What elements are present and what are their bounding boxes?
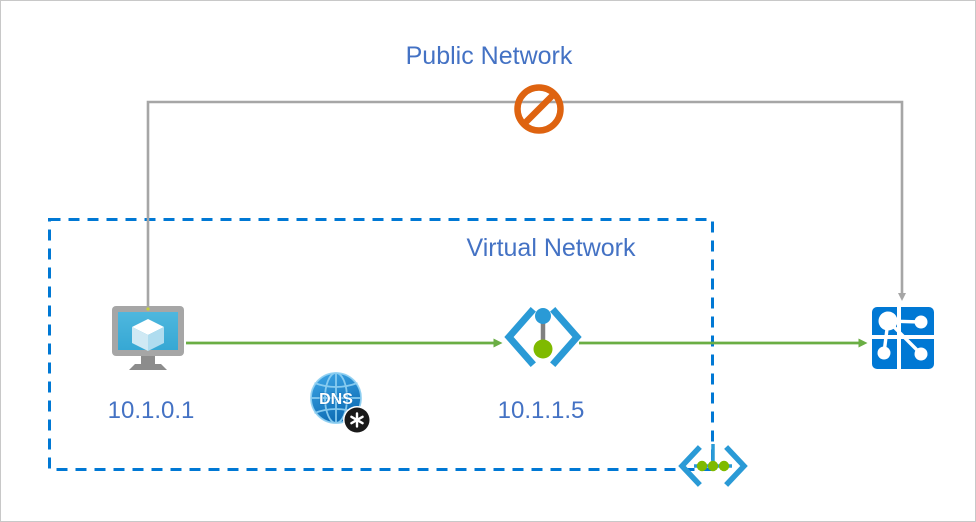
virtual-machine-icon — [112, 306, 184, 370]
virtual-network-label: Virtual Network — [466, 234, 636, 262]
svg-text:DNS: DNS — [319, 391, 353, 408]
virtual-machine-ip-label: 10.1.0.1 — [107, 397, 195, 424]
private-endpoint-ip-label: 10.1.1.5 — [497, 397, 585, 424]
virtual-network-boundary — [48, 218, 714, 471]
private-link-icon — [678, 444, 748, 487]
public-network-connection — [146, 100, 906, 328]
blocked-prohibition-icon — [514, 84, 564, 134]
public-network-label: Public Network — [405, 42, 573, 70]
azure-service-icon — [872, 307, 934, 369]
dns-icon: DNS — [310, 372, 371, 434]
private-endpoint-icon — [504, 307, 582, 367]
